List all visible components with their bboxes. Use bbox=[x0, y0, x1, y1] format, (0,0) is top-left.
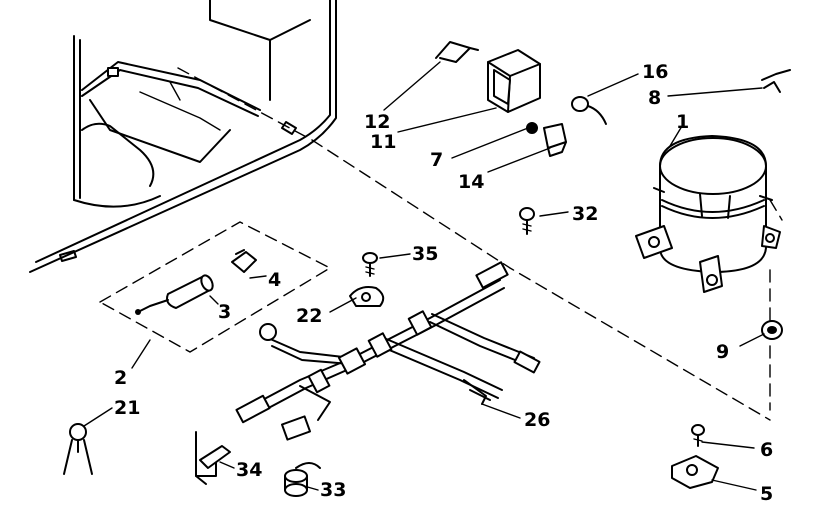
callout-2: 2 bbox=[114, 367, 127, 389]
part-5-clamp bbox=[671, 455, 719, 489]
part-22-clamp bbox=[349, 286, 385, 307]
callout-labels: 1 2 3 4 5 6 7 8 9 11 12 14 16 21 22 26 3… bbox=[114, 61, 773, 505]
callout-11: 11 bbox=[370, 131, 396, 153]
part-9-grommet bbox=[761, 320, 783, 340]
kit-box bbox=[99, 221, 331, 353]
part-6-screw bbox=[691, 424, 705, 447]
part-33-grommet bbox=[284, 462, 321, 497]
part-32-screw bbox=[519, 207, 535, 235]
callout-16: 16 bbox=[642, 61, 668, 83]
part-8-wire-clip bbox=[761, 69, 791, 93]
callout-7: 7 bbox=[430, 149, 443, 171]
part-35-screw bbox=[362, 252, 378, 277]
callout-leaders bbox=[83, 61, 765, 491]
part-12-clip bbox=[435, 41, 479, 63]
callout-33: 33 bbox=[320, 479, 346, 501]
callout-5: 5 bbox=[760, 483, 773, 505]
assembly-guide-lines bbox=[177, 67, 783, 421]
part-16-grommet bbox=[571, 96, 607, 125]
part-34-bracket bbox=[195, 431, 231, 485]
callout-21: 21 bbox=[114, 397, 140, 419]
callout-6: 6 bbox=[760, 439, 773, 461]
callout-4: 4 bbox=[268, 269, 281, 291]
callout-34: 34 bbox=[236, 459, 262, 481]
callout-35: 35 bbox=[412, 243, 438, 265]
part-3-capacitor bbox=[135, 274, 214, 315]
wiring-harness bbox=[235, 261, 541, 441]
callout-9: 9 bbox=[716, 341, 729, 363]
cabinet-outline bbox=[29, 0, 337, 273]
callout-22: 22 bbox=[296, 305, 322, 327]
callout-32: 32 bbox=[572, 203, 598, 225]
callout-1: 1 bbox=[676, 111, 689, 133]
callout-12: 12 bbox=[364, 111, 390, 133]
callout-3: 3 bbox=[218, 301, 231, 323]
part-4-clip bbox=[231, 249, 257, 273]
callout-8: 8 bbox=[648, 87, 661, 109]
part-21-connector bbox=[63, 423, 93, 475]
part-11-cover bbox=[487, 49, 541, 113]
part-1-compressor bbox=[635, 135, 781, 293]
callout-26: 26 bbox=[524, 409, 550, 431]
callout-14: 14 bbox=[458, 171, 484, 193]
part-14-overload bbox=[543, 123, 567, 157]
